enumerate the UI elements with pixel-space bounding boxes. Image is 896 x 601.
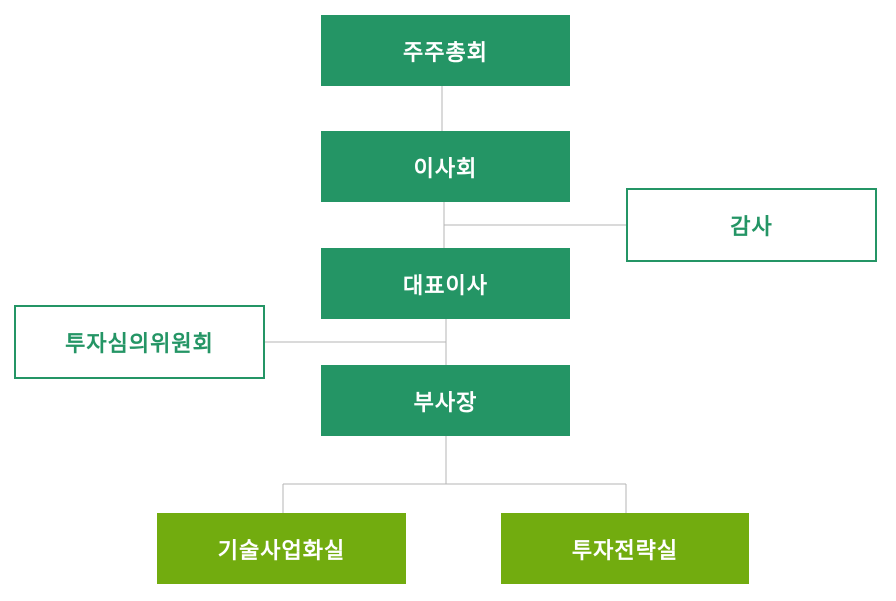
node-board-of-directors: 이사회 — [321, 131, 570, 202]
node-label: 주주총회 — [403, 40, 488, 66]
node-audit: 감사 — [626, 188, 877, 262]
node-label: 대표이사 — [403, 273, 488, 299]
node-label: 부사장 — [413, 390, 478, 416]
node-shareholders-meeting: 주주총회 — [321, 15, 570, 86]
node-vice-president: 부사장 — [321, 365, 570, 436]
node-label: 이사회 — [413, 156, 478, 182]
node-investment-committee: 투자심의위원회 — [14, 305, 265, 379]
node-ceo: 대표이사 — [321, 248, 570, 319]
node-label: 투자전략실 — [571, 538, 679, 564]
node-label: 감사 — [730, 215, 773, 240]
node-investment-strategy-office: 투자전략실 — [501, 513, 749, 584]
node-tech-commercialization-office: 기술사업화실 — [157, 513, 406, 584]
node-label: 투자심의위원회 — [65, 332, 214, 357]
node-label: 기술사업화실 — [217, 538, 346, 564]
